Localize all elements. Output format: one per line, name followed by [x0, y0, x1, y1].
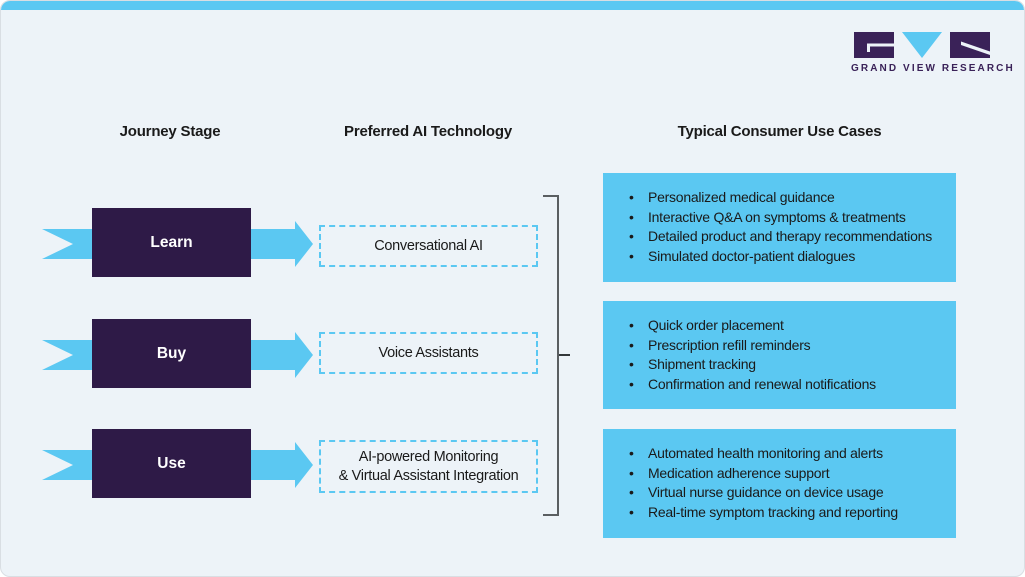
bullet-icon: • [629, 445, 634, 461]
bracket-middle-tick [559, 354, 570, 356]
stage-box-buy: Buy [92, 319, 251, 388]
use-cases-box-buy: • Quick order placement • Prescription ref… [603, 301, 956, 409]
stage-label: Buy [156, 344, 187, 362]
use-case-item: • Detailed product and therapy recommenda… [629, 227, 948, 247]
bullet-icon: • [629, 484, 634, 500]
tech-label-line2: & Virtual Assistant Integration [338, 467, 519, 484]
use-case-text: Shipment tracking [648, 356, 756, 372]
bullet-icon: • [629, 228, 634, 244]
use-case-text: Detailed product and therapy recommendat… [648, 228, 932, 244]
use-case-item: • Interactive Q&A on symptoms & treatment… [629, 208, 948, 228]
use-case-item: • Virtual nurse guidance on device usage [629, 483, 948, 503]
use-case-text: Real-time symptom tracking and reporting [648, 503, 898, 520]
tech-box-voice-assistants: Voice Assistants [319, 332, 538, 374]
bullet-icon: • [629, 208, 634, 225]
use-case-item: • Confirmation and renewal notifications [629, 375, 948, 395]
use-cases-box-use: •Automated health monitoring and alerts … [603, 429, 956, 538]
use-case-text: Confirmation and renewal notifications [648, 375, 876, 392]
tech-label-line1: AI-powered Monitoring [358, 448, 499, 465]
use-case-item: • Medication adherence support [629, 464, 948, 484]
use-case-list: • Quick order placement • Prescription ref… [629, 316, 948, 394]
tech-label: Voice Assistants [378, 344, 479, 361]
use-case-item: • Prescription refill reminders [629, 336, 948, 356]
bullet-icon: • [629, 317, 634, 333]
bracket-vertical-line [557, 195, 559, 516]
bullet-icon: • [629, 336, 634, 353]
accent-bar [1, 1, 1024, 10]
use-case-list: •Automated health monitoring and alerts … [629, 444, 948, 522]
column-header-preferred-ai-technology: Preferred AI Technology [344, 123, 512, 140]
bullet-icon: • [629, 247, 634, 264]
use-case-text: Interactive Q&A on symptoms & treatments [648, 208, 906, 225]
journey-arrow-head-icon [295, 221, 313, 267]
column-header-journey-stage: Journey Stage [119, 123, 221, 140]
bullet-icon: • [629, 464, 634, 481]
use-case-text: Personalized medical guidance [648, 189, 835, 205]
use-case-text: Automated health monitoring and alerts [648, 445, 883, 461]
bullet-icon: • [629, 356, 634, 372]
column-header-typical-consumer-use-cases: Typical Consumer Use Cases [677, 123, 882, 140]
tech-box-ai-powered-monitoring: AI-powered Monitoring & Virtual Assistan… [319, 440, 538, 493]
journey-arrow-tail-icon [42, 340, 92, 370]
bullet-icon: • [629, 503, 634, 520]
gvr-logo-icon [853, 32, 990, 58]
use-case-item: • Personalized medical guidance [629, 188, 948, 208]
bullet-icon: • [629, 189, 634, 205]
use-case-text: Simulated doctor-patient dialogues [648, 247, 856, 264]
journey-arrow-body-icon [251, 340, 295, 370]
use-case-item: • Shipment tracking [629, 355, 948, 375]
use-case-item: • Real-time symptom tracking and reportin… [629, 503, 948, 523]
tech-label: Conversational AI [374, 237, 483, 254]
journey-arrow-body-icon [251, 450, 295, 480]
use-case-text: Medication adherence support [648, 464, 830, 481]
use-case-list: • Personalized medical guidance • Interact… [629, 188, 948, 266]
stage-box-use: Use [92, 429, 251, 498]
bracket-bottom-tick [543, 514, 558, 516]
use-case-text: Virtual nurse guidance on device usage [648, 484, 884, 500]
use-case-text: Quick order placement [648, 317, 784, 333]
use-case-item: • Quick order placement [629, 316, 948, 336]
bullet-icon: • [629, 375, 634, 392]
journey-arrow-body-icon [251, 229, 295, 259]
logo-wordmark: GRAND VIEW RESEARCH [851, 63, 1015, 74]
use-cases-box-learn: • Personalized medical guidance • Interact… [603, 173, 956, 282]
grand-view-research-logo: GRAND VIEW RESEARCH [851, 32, 1015, 74]
journey-arrow-tail-icon [42, 229, 92, 259]
use-case-text: Prescription refill reminders [648, 336, 811, 353]
tech-box-conversational-ai: Conversational AI [319, 225, 538, 267]
journey-arrow-head-icon [295, 442, 313, 488]
bracket-top-tick [543, 195, 558, 197]
stage-label: Learn [150, 233, 193, 251]
use-case-item: • Automated health monitoring and alerts [629, 444, 948, 464]
use-case-item: • Simulated doctor-patient dialogues [629, 247, 948, 267]
stage-box-learn: Learn [92, 208, 251, 277]
stage-label: Use [157, 454, 186, 472]
journey-arrow-tail-icon [42, 450, 92, 480]
journey-arrow-head-icon [295, 332, 313, 378]
